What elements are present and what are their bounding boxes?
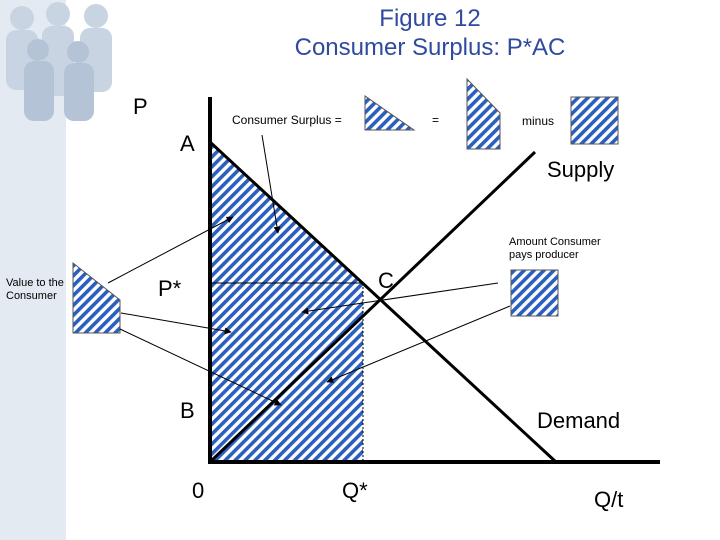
point-a-label: A (180, 131, 195, 156)
price-axis-label: P (133, 94, 148, 119)
point-c-label: C (378, 268, 394, 293)
arrow-value-to-top (107, 216, 234, 284)
q-star-label: Q* (342, 478, 368, 503)
amount-paid-rectangle (210, 283, 363, 462)
consumer-surplus-legend-label: Consumer Surplus = (232, 113, 342, 127)
legend-paid-square (570, 96, 619, 145)
demand-label: Demand (537, 408, 621, 433)
amount-paid-label: Amount Consumer pays producer (509, 236, 601, 261)
minus-label: minus (522, 114, 555, 128)
arrow-value-to-middle (120, 312, 232, 335)
point-b-label: B (180, 398, 195, 423)
equals-label: = (432, 113, 440, 127)
origin-label: 0 (192, 478, 205, 503)
value-to-consumer-trapezoid (72, 261, 121, 334)
people-silhouette-decoration (6, 2, 112, 121)
legend-surplus-triangle (364, 95, 416, 131)
arrow-paid-to-lower (326, 305, 511, 383)
p-star-label: P* (158, 276, 182, 301)
figure-title: Figure 12 Consumer Surplus: P*AC (200, 4, 660, 62)
value-to-consumer-label: Value to the Consumer (6, 277, 64, 302)
title-line-2: Consumer Surplus: P*AC (294, 34, 566, 61)
arrow-paid-to-upper (301, 282, 499, 315)
title-line-1: Figure 12 (379, 5, 481, 32)
arrow-surplus-to-area (261, 134, 281, 234)
legend-value-trapezoid (466, 77, 501, 150)
supply-label: Supply (547, 157, 615, 182)
amount-paid-square (510, 269, 559, 317)
quantity-axis-label: Q/t (594, 487, 624, 512)
arrow-value-to-bottom (119, 328, 282, 406)
demand-curve (208, 140, 558, 464)
supply-curve (208, 150, 537, 464)
